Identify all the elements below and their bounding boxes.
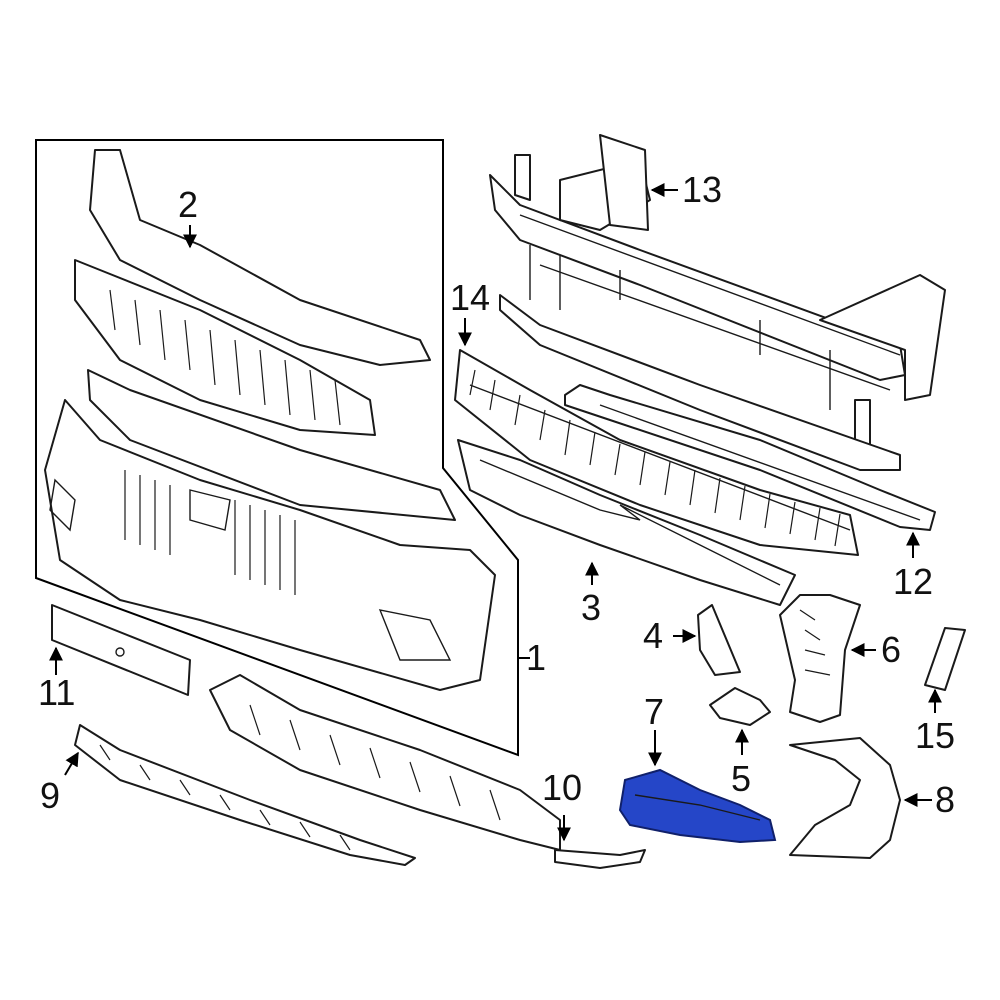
part-5-bracket[interactable] [709,687,771,726]
part-3-face-bar[interactable] [457,439,796,606]
callout-9: 9 [40,775,60,816]
part-2-grille-bracket[interactable] [74,149,431,436]
callout-7: 7 [644,691,664,732]
callout-15: 15 [915,715,955,756]
part-15-trim[interactable] [924,627,966,691]
part-8-liner[interactable] [789,737,901,859]
callout-1: 1 [526,637,546,678]
callout-13: 13 [682,169,722,210]
part-11-license-bracket[interactable] [51,604,191,696]
callout-11: 11 [38,672,75,713]
callout-8: 8 [935,779,955,820]
part-1-bumper-cover[interactable] [44,369,496,691]
inset-frame [35,139,519,757]
part-7-fill [618,768,777,844]
part-13-reinforcement-beam[interactable] [489,134,946,471]
callout-labels: 1 2 3 4 5 6 7 8 9 10 11 12 13 14 15 [38,169,955,820]
part-12-lower-support[interactable] [564,384,936,531]
callout-12: 12 [893,561,933,602]
callout-14: 14 [450,277,490,318]
part-6-side-bracket[interactable] [779,594,861,723]
part-4-bracket[interactable] [697,604,741,676]
part-14-energy-absorber[interactable] [454,349,859,556]
callout-10: 10 [542,767,582,808]
leader-lines [49,183,942,842]
callout-2: 2 [178,184,198,225]
callout-4: 4 [643,615,663,656]
callout-6: 6 [881,629,901,670]
part-7-highlighted-bracket[interactable] [618,768,777,844]
part-9-lower-valance[interactable] [74,724,416,866]
callout-5: 5 [731,758,751,799]
callout-3: 3 [581,587,601,628]
